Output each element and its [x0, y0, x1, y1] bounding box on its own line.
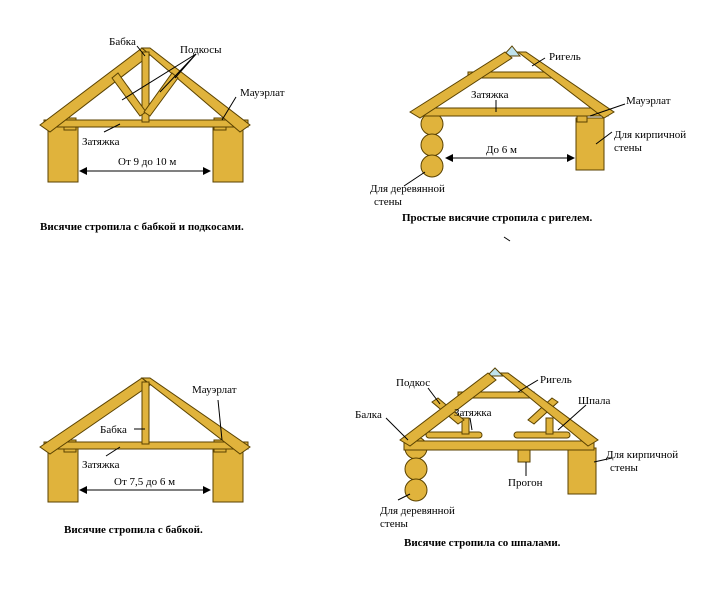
- rafter-right: [140, 377, 251, 455]
- caption: Висячие стропила с бабкой.: [64, 524, 203, 536]
- rafter-left: [399, 372, 497, 447]
- brick-wall: [567, 447, 597, 495]
- diagram-with-sleepers: Подкос Ригель Балка Затяжка Шпала Для ки…: [355, 367, 678, 549]
- label-rigel: Ригель: [549, 51, 581, 63]
- caption: Висячие стропила со шпалами.: [404, 537, 561, 549]
- label-wood-wall-1: Для деревянной: [370, 183, 445, 195]
- diagram-simple-with-collar: Ригель Затяжка Мауэрлат Для кирпичной ст…: [370, 45, 686, 224]
- log-3: [420, 154, 444, 178]
- tie-left: [425, 431, 483, 439]
- label-mauerlat: Мауэрлат: [192, 384, 237, 396]
- label-zatyazhka: Затяжка: [471, 89, 509, 101]
- label-zatyazhka: Затяжка: [82, 136, 120, 148]
- king-post: [141, 381, 150, 445]
- brick-wall: [575, 117, 605, 171]
- diagram-king-post-with-struts: Бабка Подкосы Мауэрлат Затяжка От 9 до 1…: [39, 36, 285, 233]
- purlin: [517, 449, 531, 463]
- rafter-left: [39, 377, 151, 455]
- log-2: [420, 133, 444, 157]
- label-rigel: Ригель: [540, 374, 572, 386]
- rafter-right: [516, 51, 615, 119]
- span-label: От 7,5 до 6 м: [114, 476, 175, 488]
- left-wall: [47, 123, 79, 183]
- diagram-king-post: Мауэрлат Бабка Затяжка От 7,5 до 6 м Вис…: [39, 377, 251, 536]
- label-progon: Прогон: [508, 477, 543, 489]
- label-balka: Балка: [355, 409, 382, 421]
- label-zatyazhka: Затяжка: [454, 407, 492, 419]
- label-shpala: Шпала: [578, 395, 610, 407]
- post-right: [545, 417, 554, 435]
- label-podkosy: Подкосы: [180, 44, 222, 56]
- rafter-right: [140, 47, 251, 133]
- label-brick-wall-2: стены: [614, 142, 642, 154]
- label-podkos: Подкос: [396, 377, 430, 389]
- caption: Простые висячие стропила с ригелем.: [402, 212, 592, 224]
- ridge-gap: [485, 367, 505, 377]
- right-wall: [212, 123, 244, 183]
- strut-left: [111, 72, 147, 117]
- stray-mark: [503, 236, 511, 242]
- log-2: [404, 457, 428, 481]
- span-label: До 6 м: [486, 144, 517, 156]
- span-label: От 9 до 10 м: [118, 156, 176, 168]
- rafter-right: [498, 372, 599, 447]
- label-wood-wall-1: Для деревянной: [380, 505, 455, 517]
- label-wood-wall-2: стены: [380, 518, 408, 530]
- right-wall: [212, 446, 244, 503]
- label-wood-wall-2: стены: [374, 196, 402, 208]
- tie-beam: [417, 107, 609, 117]
- label-mauerlat: Мауэрлат: [240, 87, 285, 99]
- label-brick-wall-1: Для кирпичной: [606, 449, 678, 461]
- label-brick-wall-2: стены: [610, 462, 638, 474]
- label-babka: Бабка: [109, 36, 136, 48]
- tie-right: [513, 431, 571, 439]
- label-brick-wall-1: Для кирпичной: [614, 129, 686, 141]
- rafter-left: [39, 47, 151, 133]
- label-zatyazhka: Затяжка: [82, 459, 120, 471]
- rafter-left: [409, 51, 513, 119]
- caption: Висячие стропила с бабкой и подкосами.: [40, 221, 244, 233]
- post-left: [461, 417, 470, 435]
- label-mauerlat: Мауэрлат: [626, 95, 671, 107]
- beam: [403, 440, 595, 451]
- label-babka: Бабка: [100, 424, 127, 436]
- left-wall: [47, 446, 79, 503]
- log-3: [404, 478, 428, 502]
